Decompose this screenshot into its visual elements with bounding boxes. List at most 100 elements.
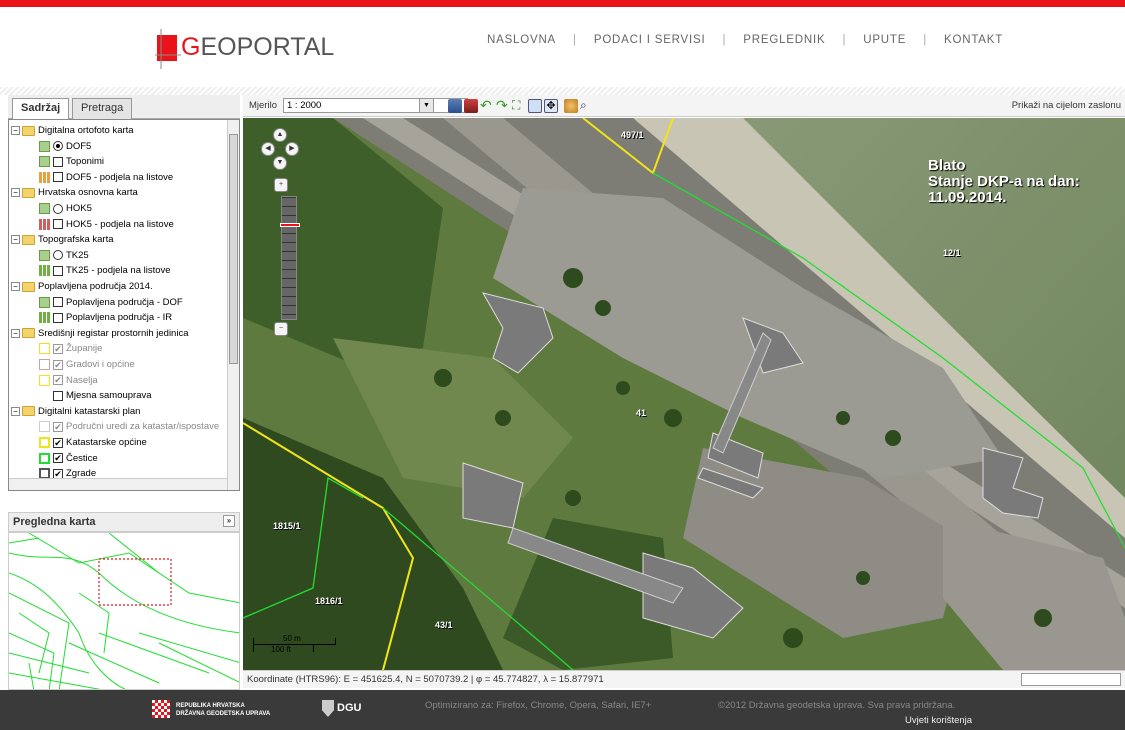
scale-label: Mjerilo: [249, 100, 277, 111]
checkbox[interactable]: ✔: [53, 453, 63, 464]
pan-left-icon[interactable]: ◀: [261, 142, 275, 156]
layer-item[interactable]: DOF5: [39, 139, 91, 154]
nav-separator: |: [722, 34, 727, 46]
zoom-slider[interactable]: [280, 196, 300, 320]
geoportal-logo[interactable]: GEOPORTAL: [155, 25, 334, 75]
layer-item[interactable]: Toponimi: [39, 154, 104, 169]
folder-icon: [22, 406, 35, 417]
scale-select[interactable]: 1 : 2000: [283, 98, 468, 113]
layer-item[interactable]: TK25 - podjela na listove: [39, 263, 171, 278]
layer-item[interactable]: HOK5: [39, 201, 92, 216]
zoom-out-icon[interactable]: −: [274, 322, 288, 336]
layer-group[interactable]: −Digitalna ortofoto karta: [11, 123, 134, 138]
layer-item[interactable]: ✔Naselja: [39, 373, 98, 388]
layer-item[interactable]: ✔Katastarske općine: [39, 435, 147, 450]
layer-legend-icon: [39, 343, 50, 355]
pan-icon[interactable]: ✥: [544, 99, 558, 113]
chevron-down-icon[interactable]: ▼: [419, 98, 434, 113]
layer-item[interactable]: ✔Gradovi i općine: [39, 357, 135, 372]
layer-group[interactable]: −Topografska karta: [11, 232, 114, 247]
identify-icon[interactable]: [564, 99, 578, 113]
pan-down-icon[interactable]: ▼: [273, 156, 287, 170]
collapse-icon[interactable]: −: [11, 126, 20, 135]
layer-item[interactable]: HOK5 - podjela na listove: [39, 217, 174, 232]
layer-legend-icon: [39, 265, 50, 277]
layer-item[interactable]: ✔Područni uredi za katastar/ispostave: [39, 419, 219, 434]
nav-naslovna[interactable]: NASLOVNA: [487, 34, 557, 46]
nav-kontakt[interactable]: KONTAKT: [944, 34, 1004, 46]
checkbox[interactable]: ✔: [53, 437, 63, 448]
layers-icon[interactable]: [464, 99, 478, 113]
terms-link[interactable]: Uvjeti korištenja: [905, 715, 973, 726]
layer-group[interactable]: − Hrvatska osnovna karta: [11, 185, 138, 200]
layer-label: Zgrade: [66, 468, 97, 480]
rh-line1: REPUBLIKA HRVATSKA: [176, 703, 245, 709]
layer-label: Čestice: [66, 452, 98, 464]
parcel-label: 41: [636, 408, 647, 418]
forward-icon[interactable]: ↷: [496, 97, 508, 113]
map-toolbar: Mjerilo 1 : 2000 ▼ ↶ ↷ ⛶ ✥ ⌕ Prikaži na …: [243, 95, 1125, 117]
layer-label: Poplavljena područja - IR: [66, 312, 173, 324]
zoom-box-icon[interactable]: [528, 99, 542, 113]
search-icon[interactable]: ⌕: [580, 98, 587, 112]
parcel-label: 1816/1: [315, 596, 343, 606]
collapse-icon[interactable]: »: [223, 515, 235, 527]
collapse-icon[interactable]: −: [11, 188, 20, 198]
layer-label: TK25: [66, 249, 89, 261]
tab-sadrzaj[interactable]: Sadržaj: [12, 98, 70, 120]
layer-item[interactable]: Mjesna samouprava: [39, 388, 152, 403]
map-title: Blato Stanje DKP-a na dan: 11.09.2014.: [928, 158, 1080, 206]
checkbox[interactable]: [53, 156, 63, 167]
radio-button[interactable]: [53, 141, 63, 152]
pan-right-icon[interactable]: ▶: [285, 142, 299, 156]
layer-group[interactable]: −Digitalni katastarski plan: [11, 404, 140, 419]
back-icon[interactable]: ↶: [480, 97, 492, 113]
logo-text: GEOPORTAL: [181, 33, 335, 61]
map-view[interactable]: ▲ ◀ ▶ ▼ + − Blato Stanje DKP-a na dan: 1…: [243, 118, 1125, 670]
checkbox[interactable]: [53, 219, 63, 230]
collapse-icon[interactable]: −: [11, 235, 20, 245]
status-input[interactable]: [1021, 673, 1121, 686]
layer-item[interactable]: ✔Čestice: [39, 451, 98, 466]
overview-map-header[interactable]: Pregledna karta »: [8, 512, 240, 532]
checkbox[interactable]: [53, 390, 63, 401]
collapse-icon[interactable]: −: [11, 406, 20, 416]
zoom-in-icon[interactable]: +: [274, 178, 288, 192]
nav-podaci-i-servisi[interactable]: PODACI I SERVISI: [593, 34, 706, 46]
layer-item[interactable]: Poplavljena područja - DOF: [39, 295, 183, 310]
full-extent-icon[interactable]: ⛶: [512, 98, 521, 112]
print-icon[interactable]: [448, 99, 462, 113]
tree-horizontal-scrollbar[interactable]: [9, 478, 227, 490]
radio-button[interactable]: [53, 250, 63, 261]
tree-vertical-scrollbar[interactable]: [227, 120, 239, 490]
layer-label: DOF5: [66, 140, 92, 152]
radio-button[interactable]: [53, 203, 63, 214]
pan-up-icon[interactable]: ▲: [273, 128, 287, 142]
collapse-icon[interactable]: −: [11, 282, 20, 291]
checkbox[interactable]: [53, 297, 63, 308]
checkbox[interactable]: ✔: [53, 421, 63, 432]
checkbox[interactable]: [53, 172, 63, 183]
scroll-thumb[interactable]: [229, 134, 238, 364]
map-title-line: Stanje DKP-a na dan:: [928, 173, 1080, 190]
collapse-icon[interactable]: −: [11, 328, 20, 338]
tab-pretraga[interactable]: Pretraga: [72, 98, 133, 119]
layer-item[interactable]: TK25: [39, 248, 89, 263]
layer-group[interactable]: −Poplavljena područja 2014.: [11, 279, 153, 294]
layer-group-label: Hrvatska osnovna karta: [38, 187, 138, 199]
layer-item[interactable]: Poplavljena područja - IR: [39, 310, 172, 325]
layer-legend-icon: [39, 359, 50, 370]
nav-upute[interactable]: UPUTE: [863, 34, 907, 46]
layer-group[interactable]: −Središnji registar prostornih jedinica: [11, 326, 189, 341]
layer-item[interactable]: DOF5 - podjela na listove: [39, 170, 173, 185]
checkbox[interactable]: [53, 265, 63, 276]
fullscreen-link[interactable]: Prikaži na cijelom zaslonu: [1011, 100, 1121, 111]
checkbox[interactable]: ✔: [53, 343, 63, 354]
zoom-slider-handle[interactable]: [280, 223, 300, 227]
checkbox[interactable]: ✔: [53, 359, 63, 370]
checkbox[interactable]: [53, 312, 63, 323]
overview-map[interactable]: [8, 532, 240, 690]
checkbox[interactable]: ✔: [53, 375, 63, 386]
nav-preglednik[interactable]: PREGLEDNIK: [743, 34, 826, 46]
layer-item[interactable]: ✔Županije: [39, 341, 102, 356]
